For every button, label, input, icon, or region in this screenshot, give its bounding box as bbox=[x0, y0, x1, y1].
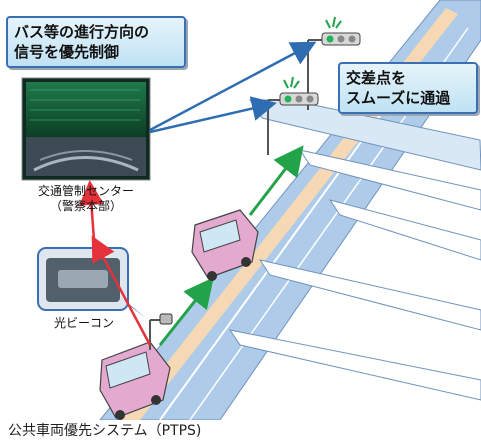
optical-beacon-icon bbox=[149, 313, 173, 350]
callout-line: 交差点を bbox=[346, 69, 407, 87]
control-room-photo bbox=[21, 77, 151, 181]
bus-icon bbox=[99, 341, 171, 420]
label-line: （警察本部） bbox=[49, 199, 122, 213]
beacon-to-center-arrow bbox=[78, 180, 104, 241]
travel-arrow bbox=[248, 145, 304, 216]
callout-line: バス等の進行方向の bbox=[14, 23, 150, 41]
signal-control-arrow bbox=[149, 41, 317, 132]
optical-beacon-label: 光ビーコン bbox=[53, 316, 114, 330]
signal-priority-callout: バス等の進行方向の 信号を優先制御 bbox=[6, 16, 186, 68]
beacon-to-center-arrow bbox=[91, 235, 152, 346]
control-center-label: 交通管制センター （警察本部） bbox=[22, 184, 150, 214]
travel-arrow bbox=[158, 277, 214, 346]
signal-control-arrow bbox=[149, 96, 277, 134]
smooth-pass-callout: 交差点を スムーズに通過 bbox=[338, 62, 478, 114]
callout-line: 信号を優先制御 bbox=[14, 43, 120, 61]
figure-caption: 公共車両優先システム（PTPS) bbox=[8, 423, 202, 439]
bus-icon bbox=[191, 209, 259, 281]
callout-line: スムーズに通過 bbox=[346, 89, 451, 107]
label-line: 交通管制センター bbox=[37, 184, 134, 198]
